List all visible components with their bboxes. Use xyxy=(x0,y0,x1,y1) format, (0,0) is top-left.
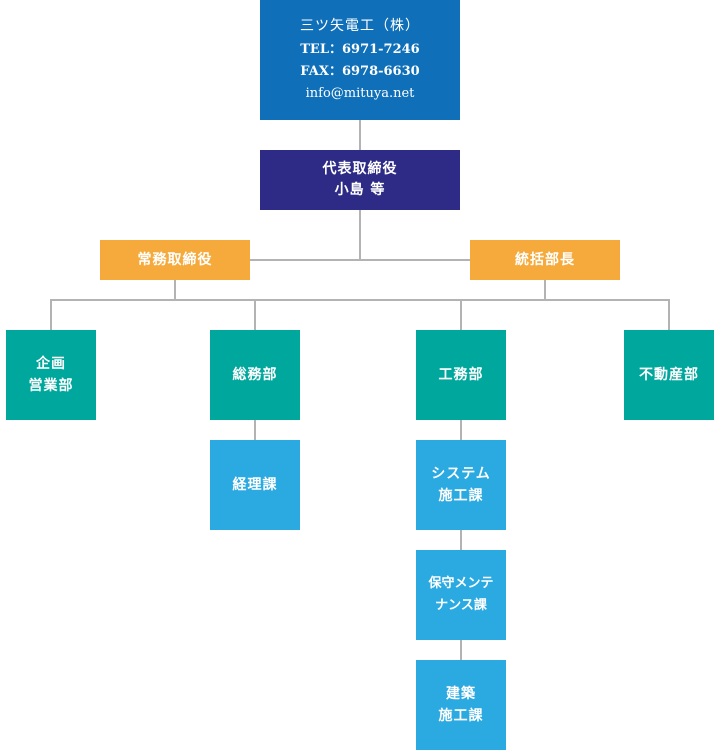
dept-real-estate: 不動産部 xyxy=(624,330,714,420)
dept-engineering: 工務部 xyxy=(416,330,506,420)
section-building-construction: 建築 施工課 xyxy=(416,660,506,750)
section-system-line2: 施工課 xyxy=(438,488,484,504)
connector-general-down xyxy=(544,280,546,300)
company-email: info@mituya.net xyxy=(305,86,415,101)
managing-director-title: 常務取締役 xyxy=(137,252,213,268)
connector-engineering-system xyxy=(460,420,462,440)
general-manager-title: 統括部長 xyxy=(515,252,575,268)
section-maintenance-line2: ナンス課 xyxy=(435,598,487,613)
section-building-line2: 施工課 xyxy=(438,708,484,724)
connector-dept-horizontal xyxy=(50,299,670,301)
section-system-construction: システム 施工課 xyxy=(416,440,506,530)
company-name: 三ツ矢電工（株） xyxy=(300,18,420,34)
dept-engineering-label: 工務部 xyxy=(438,367,484,383)
company-tel: TEL：6971-7246 xyxy=(300,42,420,57)
connector-dept-general-affairs xyxy=(254,300,256,330)
section-maintenance-line1: 保守メンテ xyxy=(428,576,494,591)
connector-system-maintenance xyxy=(460,530,462,550)
connector-maintenance-building xyxy=(460,640,462,660)
section-building-line1: 建築 xyxy=(446,686,476,702)
section-system-line1: システム xyxy=(431,466,491,482)
connector-general-affairs-accounting xyxy=(254,420,256,440)
company-box: 三ツ矢電工（株） TEL：6971-7246 FAX：6978-6630 inf… xyxy=(260,0,460,120)
connector-managing-down xyxy=(174,280,176,300)
dept-planning-sales-line2: 営業部 xyxy=(28,378,74,394)
section-maintenance: 保守メンテ ナンス課 xyxy=(416,550,506,640)
connector-dept-planning xyxy=(50,300,52,330)
connector-exec-horizontal xyxy=(250,259,470,261)
managing-director-box: 常務取締役 xyxy=(100,240,250,280)
connector-rep-down xyxy=(359,210,361,260)
section-accounting-label: 経理課 xyxy=(232,477,278,493)
dept-general-affairs: 総務部 xyxy=(210,330,300,420)
dept-planning-sales-line1: 企画 xyxy=(36,356,66,372)
connector-dept-real-estate xyxy=(668,300,670,330)
representative-title: 代表取締役 xyxy=(322,161,398,177)
company-fax: FAX：6978-6630 xyxy=(300,64,420,79)
connector-dept-engineering xyxy=(460,300,462,330)
representative-name: 小島 等 xyxy=(334,182,386,198)
representative-box: 代表取締役 小島 等 xyxy=(260,150,460,210)
connector-company-rep xyxy=(359,120,361,150)
dept-general-affairs-label: 総務部 xyxy=(232,367,278,383)
section-accounting: 経理課 xyxy=(210,440,300,530)
dept-planning-sales: 企画 営業部 xyxy=(6,330,96,420)
dept-real-estate-label: 不動産部 xyxy=(639,367,699,383)
general-manager-box: 統括部長 xyxy=(470,240,620,280)
